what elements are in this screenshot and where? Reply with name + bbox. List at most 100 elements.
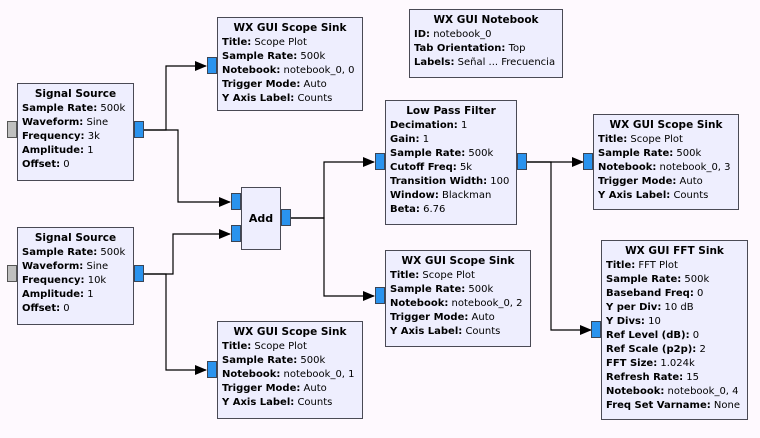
param-value: Auto xyxy=(300,79,327,90)
param-beta: Beta: 6.76 xyxy=(390,203,512,217)
param-sample-rate: Sample Rate: 500k xyxy=(598,147,734,161)
param-title: Title: Scope Plot xyxy=(222,36,358,50)
param-key: Title: xyxy=(606,260,636,271)
param-title: Title: Scope Plot xyxy=(390,269,526,283)
signal-source-block-1[interactable]: Signal Source Sample Rate: 500k Waveform… xyxy=(17,83,134,181)
param-key: Y Axis Label: xyxy=(390,326,463,337)
output-port-lpf[interactable] xyxy=(517,153,527,170)
notebook-block[interactable]: WX GUI Notebook ID: notebook_0 Tab Orien… xyxy=(409,9,563,78)
param-key: Labels: xyxy=(414,57,455,68)
scope-sink-block-1[interactable]: WX GUI Scope Sink Title: Scope Plot Samp… xyxy=(217,321,363,419)
fft-sink-block[interactable]: WX GUI FFT Sink Title: FFT Plot Sample R… xyxy=(601,240,748,420)
param-y-divs: Y Divs: 10 xyxy=(606,315,743,329)
param-key: Sample Rate: xyxy=(598,148,674,159)
input-port-scope2[interactable] xyxy=(375,287,385,304)
param-key: Y Axis Label: xyxy=(222,93,295,104)
input-port-scope1[interactable] xyxy=(207,361,217,378)
add-block[interactable]: Add xyxy=(241,187,281,250)
param-value: Counts xyxy=(294,397,333,408)
param-key: Decimation: xyxy=(390,120,458,131)
block-title: WX GUI Scope Sink xyxy=(233,22,347,34)
wire-add-scope2[interactable] xyxy=(290,217,375,301)
param-value: 10 dB xyxy=(661,302,694,313)
param-key: Trigger Mode: xyxy=(390,312,469,323)
param-value: 0 xyxy=(60,159,70,170)
param-baseband-freq: Baseband Freq: 0 xyxy=(606,287,743,301)
param-value: 6.76 xyxy=(419,204,446,215)
input-port-add-1[interactable] xyxy=(231,225,241,242)
message-port-sig1[interactable] xyxy=(7,121,17,138)
wire-sig1-add[interactable] xyxy=(144,129,231,207)
input-port-scope0[interactable] xyxy=(207,57,217,74)
param-value: Auto xyxy=(676,176,703,187)
wire-add-lpf[interactable] xyxy=(290,157,375,219)
param-sample-rate: Sample Rate: 500k xyxy=(222,50,358,64)
param-key: Waveform: xyxy=(22,117,84,128)
param-value: Counts xyxy=(670,190,709,201)
param-value: Auto xyxy=(300,383,327,394)
block-title: WX GUI Scope Sink xyxy=(401,255,515,267)
block-title: WX GUI Notebook xyxy=(433,14,539,26)
param-offset: Offset: 0 xyxy=(22,158,129,172)
param-notebook: Notebook: notebook_0, 2 xyxy=(390,297,526,311)
param-y-per-div: Y per Div: 10 dB xyxy=(606,301,743,315)
param-fft-size: FFT Size: 1.024k xyxy=(606,357,743,371)
param-value: notebook_0, 1 xyxy=(280,369,355,380)
param-key: Sample Rate: xyxy=(222,355,298,366)
param-value: Scope Plot xyxy=(251,37,307,48)
param-sample-rate: Sample Rate: 500k xyxy=(222,354,358,368)
input-port-lpf[interactable] xyxy=(375,153,385,170)
block-title: WX GUI Scope Sink xyxy=(233,326,347,338)
param-key: Freq Set Varname: xyxy=(606,400,711,411)
output-port-sig2[interactable] xyxy=(134,265,144,282)
param-value: Top xyxy=(505,43,526,54)
param-key: Sample Rate: xyxy=(390,148,466,159)
scope-sink-block-0[interactable]: WX GUI Scope Sink Title: Scope Plot Samp… xyxy=(217,17,363,111)
block-title: Low Pass Filter xyxy=(406,105,496,117)
param-key: Frequency: xyxy=(22,131,85,142)
param-key: Notebook: xyxy=(222,65,281,76)
output-port-sig1[interactable] xyxy=(134,121,144,138)
param-key: Notebook: xyxy=(222,369,281,380)
param-waveform: Waveform: Sine xyxy=(22,116,129,130)
param-waveform: Waveform: Sine xyxy=(22,260,129,274)
param-amplitude: Amplitude: 1 xyxy=(22,288,129,302)
param-value: Scope Plot xyxy=(419,270,475,281)
param-frequency: Frequency: 10k xyxy=(22,274,129,288)
output-port-add[interactable] xyxy=(281,209,291,226)
param-transition-width: Transition Width: 100 xyxy=(390,175,512,189)
param-sample-rate: Sample Rate: 500k xyxy=(390,147,512,161)
param-key: Sample Rate: xyxy=(606,274,682,285)
input-port-scope3[interactable] xyxy=(583,153,593,170)
param-window: Window: Blackman xyxy=(390,189,512,203)
param-value: None xyxy=(710,400,741,411)
param-key: Beta: xyxy=(390,204,420,215)
param-key: Notebook: xyxy=(598,162,657,173)
wire-sig2-scope1[interactable] xyxy=(144,273,207,375)
param-trigger-mode: Trigger Mode: Auto xyxy=(390,311,526,325)
param-decimation: Decimation: 1 xyxy=(390,119,512,133)
param-key: Y Divs: xyxy=(606,316,645,327)
input-port-fft[interactable] xyxy=(591,321,601,338)
scope-sink-block-3[interactable]: WX GUI Scope Sink Title: Scope Plot Samp… xyxy=(593,114,739,210)
param-value: 1 xyxy=(84,145,94,156)
wire-sig1-scope0[interactable] xyxy=(144,61,207,131)
input-port-add-0[interactable] xyxy=(231,193,241,210)
scope-sink-block-2[interactable]: WX GUI Scope Sink Title: Scope Plot Samp… xyxy=(385,250,531,347)
param-key: Trigger Mode: xyxy=(222,79,301,90)
param-frequency: Frequency: 3k xyxy=(22,130,129,144)
param-notebook: Notebook: notebook_0, 4 xyxy=(606,385,743,399)
param-value: 3k xyxy=(84,131,100,142)
param-y-axis-label: Y Axis Label: Counts xyxy=(390,325,526,339)
param-sample-rate: Sample Rate: 500k xyxy=(606,273,743,287)
wire-lpf-fft[interactable] xyxy=(527,161,592,335)
param-key: Notebook: xyxy=(390,298,449,309)
param-value: 15 xyxy=(683,372,700,383)
signal-source-block-2[interactable]: Signal Source Sample Rate: 500k Waveform… xyxy=(17,227,134,325)
param-key: Gain: xyxy=(390,134,420,145)
wire-sig2-add[interactable] xyxy=(144,229,231,275)
message-port-sig2[interactable] xyxy=(7,265,17,282)
low-pass-filter-block[interactable]: Low Pass Filter Decimation: 1 Gain: 1 Sa… xyxy=(385,100,517,225)
param-offset: Offset: 0 xyxy=(22,302,129,316)
